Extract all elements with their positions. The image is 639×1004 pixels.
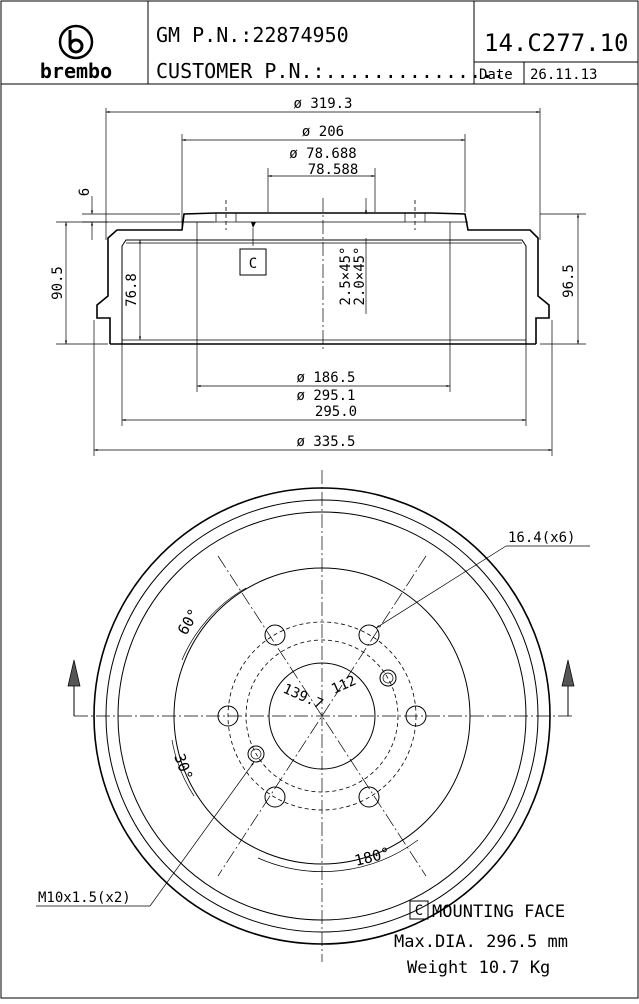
section-arrow-right — [561, 659, 575, 716]
dim-295-upper: ø 295.1 — [296, 388, 355, 404]
drum-section-profile — [96, 212, 550, 344]
chamfer-lower: 2.0×45° — [352, 246, 368, 305]
mounting-face-note: MOUNTING FACE — [432, 902, 565, 922]
weight-note: Weight 10.7 Kg — [407, 958, 550, 978]
thread-callout: M10x1.5(x2) — [38, 890, 131, 906]
dim-78-upper: ø 78.688 — [289, 146, 356, 162]
brembo-logo: brembo — [40, 24, 112, 83]
plan-view: 60° 30° 180° 139.7 112 16.4(x6) M10x1.5(… — [36, 470, 590, 962]
datum-c-label: C — [249, 256, 257, 272]
dim-90: 90.5 — [50, 266, 66, 300]
gm-part-number: GM P.N.:22874950 — [156, 23, 349, 47]
notes-block: C MOUNTING FACE Max.DIA. 296.5 mm Weight… — [394, 900, 568, 978]
section-view: C ø 319.3 ø 206 ø 78.688 78.588 6 90.5 7… — [50, 96, 586, 456]
stud-hole — [358, 786, 380, 808]
dim-76: 76.8 — [124, 273, 140, 307]
dim-6: 6 — [77, 188, 93, 196]
datum-c-box — [239, 248, 267, 276]
dim-96: 96.5 — [561, 264, 577, 298]
stud-hole — [264, 786, 286, 808]
angle-30: 30° — [170, 751, 196, 783]
threaded-hole — [247, 745, 265, 763]
stud-hole — [264, 624, 286, 646]
stud-hole — [405, 705, 427, 727]
chamfer-upper: 2.5×45° — [338, 246, 354, 305]
stud-hole — [358, 624, 380, 646]
pcd-139: 139.7 — [280, 681, 325, 713]
threaded-hole — [379, 669, 397, 687]
date-value: 26.11.13 — [530, 67, 597, 83]
angle-60: 60° — [174, 606, 203, 638]
hole-callout: 16.4(x6) — [508, 530, 575, 546]
max-diameter-note: Max.DIA. 296.5 mm — [394, 932, 568, 952]
dim-319: ø 319.3 — [293, 96, 352, 112]
brand-wordmark: brembo — [40, 59, 112, 83]
date-label: Date — [479, 67, 513, 83]
dim-335: ø 335.5 — [296, 434, 355, 450]
brembo-code: 14.C277.10 — [484, 29, 629, 57]
pcd-112: 112 — [329, 673, 359, 698]
stud-hole — [217, 705, 239, 727]
notes-datum-letter: C — [415, 903, 423, 919]
dim-78-lower: 78.588 — [308, 162, 359, 178]
dim-206: ø 206 — [302, 124, 344, 140]
section-arrow-left — [67, 659, 81, 716]
dim-295-lower: 295.0 — [315, 404, 357, 420]
dim-186: ø 186.5 — [296, 370, 355, 386]
angle-180: 180° — [353, 844, 392, 870]
customer-part-number: CUSTOMER P.N.:............... — [156, 59, 505, 83]
notes-datum-box — [409, 900, 429, 920]
